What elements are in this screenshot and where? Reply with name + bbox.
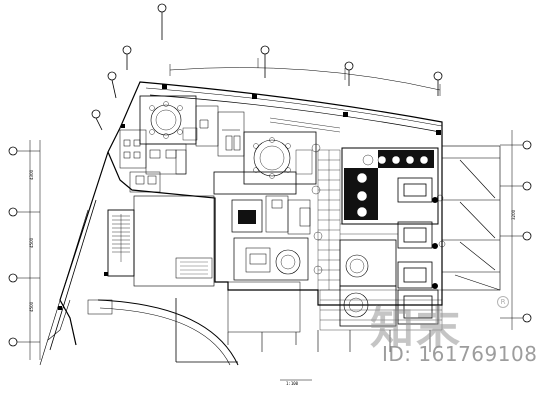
bottom-structure <box>227 330 431 381</box>
building-outline <box>39 81 443 366</box>
stair-core <box>107 195 215 287</box>
vip-room-central <box>243 131 317 185</box>
grid-axis-top <box>91 3 443 131</box>
dim-left-bottom: 4500 <box>29 301 34 312</box>
private-rooms-lower <box>339 239 439 327</box>
curved-entrance-wall <box>47 298 239 366</box>
grid-axis-right: 3200 <box>500 130 532 330</box>
dim-left-mid: 4500 <box>29 237 34 248</box>
private-dining-block <box>341 147 439 289</box>
right-service-area <box>441 145 501 291</box>
registered-mark-icon: R <box>497 296 509 308</box>
dim-right-mid: 3200 <box>511 209 516 220</box>
service-rooms-top <box>195 105 341 157</box>
watermark-logo: 知末 <box>370 303 462 354</box>
scale-label: 1:100 <box>286 381 299 386</box>
central-lobby <box>213 171 311 333</box>
dim-left-top: 4300 <box>29 169 34 180</box>
facade-columns <box>58 84 441 310</box>
watermark-id: ID: 161769108 <box>382 342 538 366</box>
plant-symbols <box>311 143 446 275</box>
left-dining-area <box>119 129 187 193</box>
vip-room-upper-left <box>139 95 198 145</box>
grid-axis-left: 4300 4500 4500 <box>8 140 41 360</box>
